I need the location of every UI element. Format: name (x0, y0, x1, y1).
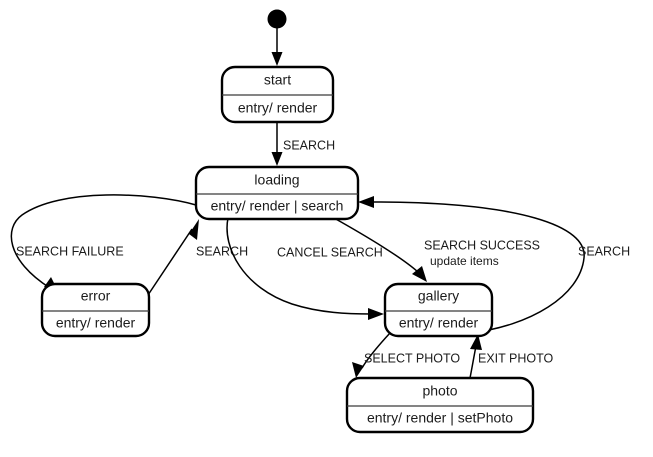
transition-error-to-loading: SEARCH (145, 219, 248, 299)
state-error-box (40, 282, 151, 338)
transition-initial-to-start (267, 9, 287, 66)
edge-gallery-to-photo-arrowhead (352, 362, 364, 378)
edge-loading-to-gallery-success-arrowhead (412, 266, 427, 282)
state-loading-body: entry/ render | search (211, 198, 344, 214)
edge-label-error-to-loading: SEARCH (196, 244, 248, 258)
edge-label-loading-to-gallery-cancel: CANCEL SEARCH (277, 245, 383, 259)
edge-photo-to-gallery-line (469, 345, 477, 379)
edge-gallery-to-loading-arrowhead (358, 196, 374, 208)
state-error-name: error (81, 288, 111, 304)
edge-label-loading-to-gallery-success: SEARCH SUCCESS (424, 238, 540, 252)
state-node-gallery[interactable]: gallery entry/ render (383, 282, 494, 338)
transition-loading-to-error: SEARCH FAILURE (10, 194, 197, 295)
transition-loading-to-gallery-success: SEARCH SUCCESS update items (333, 217, 540, 282)
transition-loading-to-gallery-cancel: CANCEL SEARCH (226, 217, 384, 320)
edge-photo-to-gallery-arrowhead (470, 334, 482, 350)
edge-label-gallery-to-photo: SELECT PHOTO (364, 351, 460, 365)
state-node-loading[interactable]: loading entry/ render | search (194, 165, 360, 221)
edge-initial-to-start-arrowhead (271, 52, 283, 66)
edge-start-to-loading-arrowhead (271, 152, 283, 166)
initial-dot (267, 9, 287, 29)
state-start-body: entry/ render (238, 100, 318, 116)
state-loading-box (194, 165, 360, 221)
state-node-error[interactable]: error entry/ render (40, 282, 151, 338)
edge-error-to-loading-arrowhead (189, 219, 199, 240)
edge-label-gallery-to-loading: SEARCH (578, 244, 630, 258)
edge-loading-to-gallery-success-line (333, 217, 419, 273)
edge-loading-to-gallery-cancel-arrowhead (368, 308, 384, 320)
transition-gallery-to-photo: SELECT PHOTO (352, 332, 460, 378)
transition-start-to-loading: SEARCH (271, 122, 335, 166)
state-gallery-name: gallery (418, 288, 459, 304)
edge-gallery-to-loading-line (371, 201, 585, 334)
state-start-name: start (264, 72, 291, 88)
edge-label-photo-to-gallery: EXIT PHOTO (478, 351, 554, 365)
state-photo-box (345, 376, 535, 434)
state-error-body: entry/ render (56, 315, 136, 331)
edge-label-loading-to-error: SEARCH FAILURE (16, 244, 124, 258)
transition-photo-to-gallery: EXIT PHOTO (469, 334, 554, 379)
state-node-photo[interactable]: photo entry/ render | setPhoto (345, 376, 535, 434)
state-gallery-body: entry/ render (399, 315, 479, 331)
edge-label-start-to-loading: SEARCH (283, 138, 335, 152)
edge-error-to-loading-line (145, 228, 193, 299)
edge-label-loading-to-gallery-success-action: update items (430, 254, 499, 268)
state-photo-name: photo (422, 383, 457, 399)
state-node-start[interactable]: start entry/ render (220, 65, 335, 124)
edge-loading-to-error-line (10, 194, 197, 289)
state-photo-body: entry/ render | setPhoto (367, 410, 513, 426)
edge-loading-to-gallery-cancel-line (226, 217, 373, 315)
state-loading-name: loading (254, 172, 299, 188)
edge-gallery-to-photo-line (361, 332, 391, 369)
transition-gallery-to-loading: SEARCH (358, 196, 630, 334)
state-gallery-box (383, 282, 494, 338)
